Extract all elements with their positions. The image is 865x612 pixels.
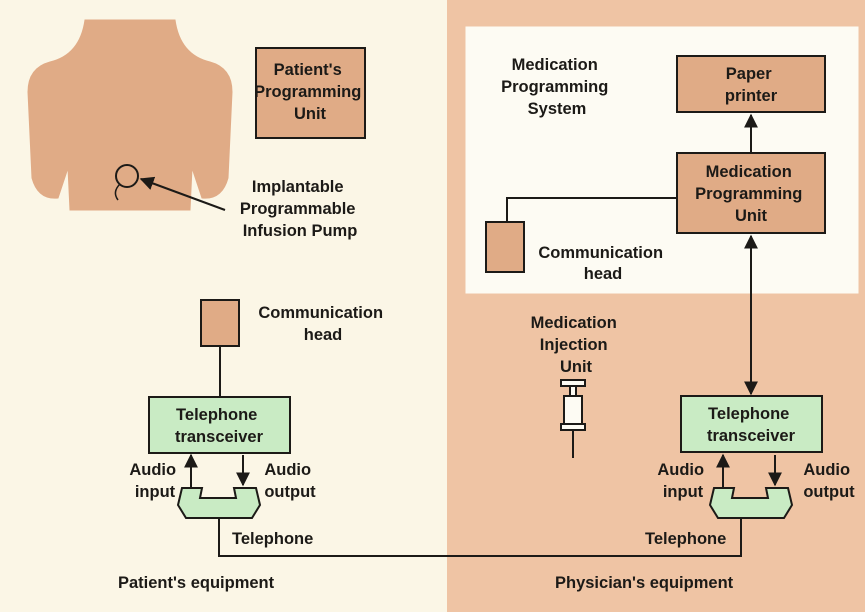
patient-torso	[27, 19, 233, 211]
medication-system-title: Medication Programming System	[501, 56, 613, 118]
patient-audio-output-label: Audio output	[264, 461, 316, 501]
physician-audio-output-label: Audio output	[803, 461, 855, 501]
patient-communication-head	[200, 299, 240, 347]
paper-printer-label: Paper printer	[725, 65, 778, 105]
medication-programming-unit	[676, 152, 826, 234]
patient-transceiver-label: Telephone transceiver	[175, 406, 264, 446]
medication-programming-unit-label: Medication Programming Unit	[695, 163, 807, 225]
physician-communication-head	[485, 221, 525, 273]
patient-equipment-footer: Patient's equipment	[118, 574, 275, 592]
infusion-pump-icon	[114, 164, 139, 201]
physician-communication-head-label: Communication head	[538, 244, 667, 283]
physician-audio-input-label: Audio input	[657, 461, 708, 501]
patient-programming-unit	[255, 47, 366, 139]
patient-telephone-label: Telephone	[232, 530, 313, 548]
patient-communication-head-label: Communication head	[258, 304, 387, 344]
paper-printer	[676, 55, 826, 113]
patient-telephone-handset-icon	[176, 487, 262, 519]
telephone-line	[218, 518, 742, 557]
physician-telephone-label: Telephone	[645, 530, 726, 548]
patient-audio-input-label: Audio input	[129, 461, 180, 501]
pump-label: Implantable Programmable Infusion Pump	[240, 178, 360, 240]
physician-telephone-transceiver	[680, 395, 823, 453]
injection-unit-label: Medication Injection Unit	[531, 314, 622, 376]
patient-programming-unit-label: Patient's Programming Unit	[254, 61, 366, 123]
physician-head-cable	[506, 197, 677, 222]
physician-telephone-handset-icon	[708, 487, 794, 519]
syringe-icon	[560, 379, 586, 458]
patient-telephone-transceiver	[148, 396, 291, 454]
physician-equipment-footer: Physician's equipment	[555, 574, 734, 592]
pump-pointer-arrow	[139, 176, 226, 211]
physician-transceiver-label: Telephone transceiver	[707, 405, 796, 445]
